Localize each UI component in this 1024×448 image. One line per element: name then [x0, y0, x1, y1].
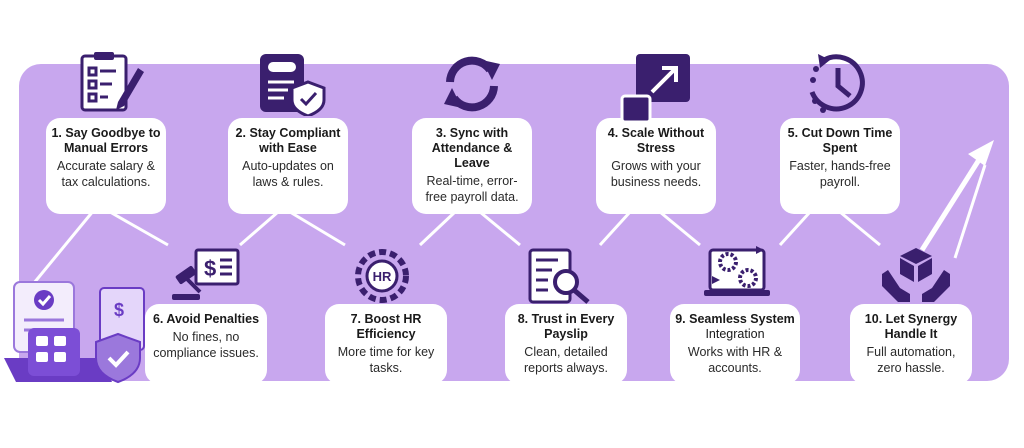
step-title: 3. Sync with Attendance & Leave [431, 126, 513, 170]
hr-gear-icon: HR [352, 248, 412, 304]
step-card-5: 5. Cut Down Time Spent Faster, hands-fre… [780, 118, 900, 214]
step-card-6: 6. Avoid Penalties No fines, no complian… [145, 304, 267, 384]
step-title: 5. Cut Down Time Spent [787, 126, 893, 155]
system-integration-icon [704, 244, 774, 306]
clipboard-pen-icon [74, 50, 146, 112]
step-title: 2. Stay Compliant with Ease [235, 126, 341, 155]
svg-text:$: $ [114, 300, 124, 320]
step-title: 10. Let Synergy Handle It [864, 312, 958, 341]
hands-box-icon [880, 244, 952, 304]
document-shield-icon [258, 52, 326, 116]
svg-text:$: $ [204, 256, 216, 281]
step-desc: Auto-updates on laws & rules. [242, 159, 334, 189]
step-desc: Grows with your business needs. [610, 159, 702, 189]
step-desc: Accurate salary & tax calculations. [57, 159, 155, 189]
report-magnifier-icon [528, 248, 592, 304]
step-title: 7. Boost HR Efficiency [350, 312, 422, 341]
step-desc: Clean, detailed reports always. [523, 345, 609, 375]
step-desc: More time for key tasks. [337, 345, 435, 375]
step-title-bold: 9. Seamless System [675, 312, 795, 326]
step-title: 1. Say Goodbye to Manual Errors [51, 126, 161, 155]
step-card-1: 1. Say Goodbye to Manual Errors Accurate… [46, 118, 166, 214]
clock-icon [804, 52, 870, 116]
step-desc: Works with HR & accounts. [687, 345, 783, 375]
step-title: 4. Scale Without Stress [607, 126, 705, 155]
scale-up-icon [620, 52, 692, 124]
step-title: 6. Avoid Penalties [152, 312, 260, 326]
step-desc: Real-time, error-free payroll data. [425, 174, 519, 204]
step-title-extra: Integration [705, 327, 765, 341]
step-desc: No fines, no compliance issues. [153, 330, 259, 360]
step-desc: Full automation, zero hassle. [866, 345, 956, 375]
step-card-10: 10. Let Synergy Handle It Full automatio… [850, 304, 972, 384]
step-card-3: 3. Sync with Attendance & Leave Real-tim… [412, 118, 532, 214]
step-desc: Faster, hands-free payroll. [789, 159, 891, 189]
growth-arrow [919, 140, 994, 252]
step-title: 9. Seamless System Integration [674, 312, 796, 342]
gavel-receipt-icon: $ [170, 248, 242, 302]
step-card-7: 7. Boost HR Efficiency More time for key… [325, 304, 447, 384]
step-card-2: 2. Stay Compliant with Ease Auto-updates… [228, 118, 348, 214]
svg-text:HR: HR [373, 269, 392, 284]
step-card-8: 8. Trust in Every Payslip Clean, detaile… [505, 304, 627, 384]
step-card-9: 9. Seamless System Integration Works wit… [670, 304, 800, 384]
sync-arrows-icon [438, 52, 506, 116]
payroll-illustration: $ [0, 278, 150, 396]
step-card-4: 4. Scale Without Stress Grows with your … [596, 118, 716, 214]
step-title: 8. Trust in Every Payslip [517, 312, 615, 341]
